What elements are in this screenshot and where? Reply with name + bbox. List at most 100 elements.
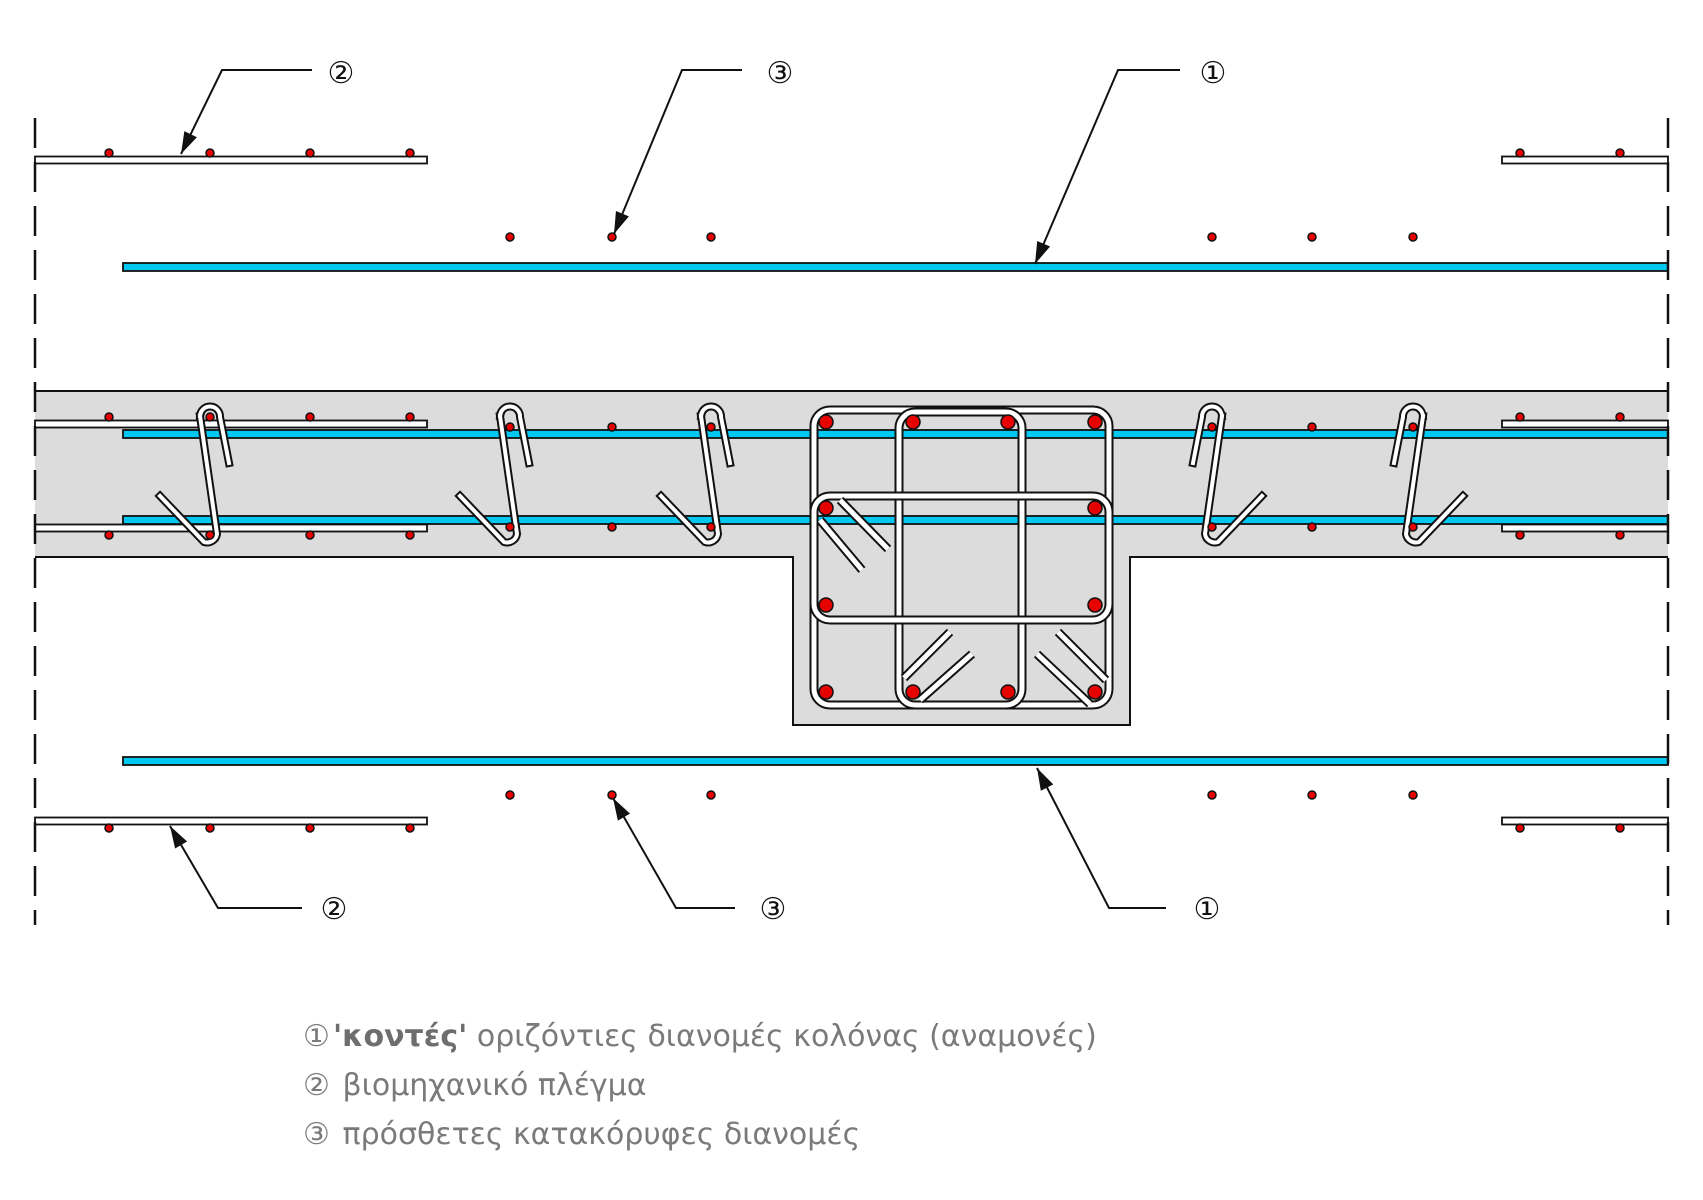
arrowhead [181, 131, 197, 154]
rebar-dot [1515, 530, 1525, 540]
industrial-mesh [34, 155, 1669, 826]
rebar-dot [505, 522, 515, 532]
break-lines [33, 118, 1670, 925]
callout-label: ② [321, 892, 348, 927]
legend-text: πρόσθετες κατακόρυφες διανομές [333, 1117, 861, 1152]
wall-bottom-edge [35, 556, 1668, 726]
callout-1-bottom: ① [1194, 892, 1221, 927]
rebar-dot [1207, 522, 1217, 532]
callout-label: ③ [760, 892, 787, 927]
arrowhead [1035, 241, 1051, 264]
inner-vertical-stirrup [896, 409, 1025, 708]
rebar-dot [1408, 232, 1418, 242]
mesh-strip [34, 419, 428, 429]
arrowhead [170, 826, 188, 849]
rebar-dot [505, 422, 515, 432]
callout-3-bottom: ③ [760, 892, 787, 927]
mesh-strip [34, 816, 428, 826]
legend-text: βιομηχανικό πλέγμα [333, 1068, 647, 1103]
stirrup-hook [818, 518, 864, 572]
callout-1-top: ① [1200, 56, 1227, 91]
horizontal-bar [122, 756, 1669, 766]
column-stirrups [809, 405, 1114, 710]
legend-bold-text: 'κοντές' [333, 1019, 468, 1054]
rebar-dot [405, 823, 415, 833]
rebar-dot [818, 597, 834, 613]
arrowhead [613, 798, 631, 821]
leader-line [169, 825, 302, 909]
leader-line [1034, 69, 1180, 265]
callout-label: ① [1194, 892, 1221, 927]
horizontal-bar [122, 262, 1669, 272]
rebar-dot [607, 790, 617, 800]
rebar-dot [1615, 823, 1625, 833]
arrowhead [1037, 768, 1054, 791]
rebar-dot [1307, 232, 1317, 242]
rebar-dot [305, 530, 315, 540]
rebar-dot [1408, 790, 1418, 800]
rebar-dot [1307, 790, 1317, 800]
callouts: ① ② ③ ① ② ③ [321, 56, 1227, 927]
rebar-dot [205, 148, 215, 158]
legend-item-3: ③ πρόσθετες κατακόρυφες διανομές [303, 1110, 1097, 1159]
rebar-dot [706, 422, 716, 432]
callout-2-top: ② [328, 56, 355, 91]
cross-tie [157, 404, 232, 545]
rebar-dot [305, 823, 315, 833]
rebar-dot [607, 422, 617, 432]
rebar-dot [1087, 684, 1103, 700]
rebar-dot [607, 522, 617, 532]
legend-text: οριζόντιες διανομές κολόνας (αναμονές) [467, 1019, 1097, 1054]
cross-ties [154, 402, 1469, 547]
mesh-strip [34, 523, 428, 533]
rebar-dot [104, 530, 114, 540]
rebar-dot [1408, 422, 1418, 432]
horizontal-stirrup [811, 493, 1112, 623]
rebar-dot [1515, 148, 1525, 158]
rebar-dot [305, 412, 315, 422]
mesh-strip [1501, 523, 1669, 533]
cross-tie [658, 404, 733, 545]
leader-line [1036, 767, 1166, 909]
arrowhead [614, 210, 629, 234]
rebar-dot [1307, 522, 1317, 532]
rebar-dot [1000, 684, 1016, 700]
mesh-strip [34, 155, 428, 165]
callout-label: ① [1200, 56, 1227, 91]
legend-number: ② [303, 1068, 330, 1103]
legend-number: ③ [303, 1117, 330, 1152]
legend: ①'κοντές' οριζόντιες διανομές κολόνας (α… [303, 1012, 1097, 1159]
rebar-dot [706, 232, 716, 242]
mesh-strip [1501, 155, 1669, 165]
cross-tie [1190, 404, 1265, 545]
rebar-dot [1207, 790, 1217, 800]
rebar-dot [205, 412, 215, 422]
rebar-dot [1615, 412, 1625, 422]
rebar-dot [706, 790, 716, 800]
rebar-dot [205, 530, 215, 540]
rebar-dot [405, 530, 415, 540]
rebar-dot [1408, 522, 1418, 532]
rebar-dot [1515, 823, 1525, 833]
rebar-dot [104, 823, 114, 833]
legend-item-2: ② βιομηχανικό πλέγμα [303, 1061, 1097, 1110]
callout-2-bottom: ② [321, 892, 348, 927]
rebar-dot [205, 823, 215, 833]
rebar-dot [818, 500, 834, 516]
leader-line [612, 797, 735, 909]
stirrup-hook [902, 630, 952, 680]
rebar-dot [1615, 530, 1625, 540]
rebar-dot [505, 232, 515, 242]
rebar-dot [818, 684, 834, 700]
rebar-dot [1207, 422, 1217, 432]
stirrup-hook [838, 498, 890, 551]
rebar-dot [305, 148, 315, 158]
mesh-strip [1501, 816, 1669, 826]
leader-line [613, 69, 742, 235]
rebar-dot [607, 232, 617, 242]
rebar-dot [505, 790, 515, 800]
rebar-dot [1087, 597, 1103, 613]
rebar-dot [1087, 500, 1103, 516]
mesh-strip [1501, 419, 1669, 429]
rebar-dot [905, 414, 921, 430]
